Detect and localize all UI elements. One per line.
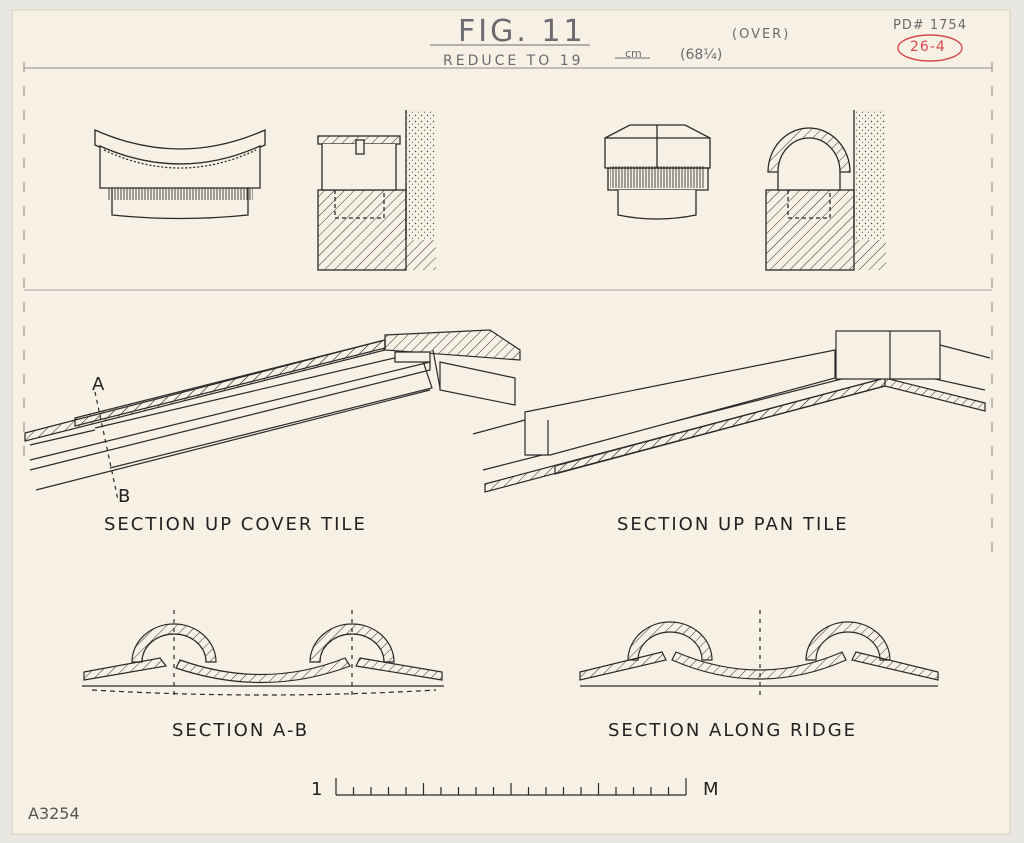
catalog-number: A3254	[28, 804, 80, 823]
cover-tile-front-view	[94, 128, 266, 220]
scale-bar	[335, 778, 687, 796]
figure-title: FIG. 11	[458, 14, 586, 49]
label-section-along-ridge: SECTION ALONG RIDGE	[608, 720, 858, 741]
cover-tile-side-section	[317, 110, 436, 271]
label-section-up-cover-tile: SECTION UP COVER TILE	[104, 514, 367, 535]
scale-unit-label: M	[703, 779, 719, 800]
section-a-b-drawing	[82, 610, 444, 696]
label-section-up-pan-tile: SECTION UP PAN TILE	[617, 514, 849, 535]
section-along-ridge-drawing	[579, 610, 939, 696]
label-section-a-b: SECTION A-B	[172, 720, 310, 741]
reduce-unit: cm	[625, 47, 642, 60]
section-up-pan-tile-drawing	[472, 330, 991, 493]
paren-note: (68⅟₄)	[680, 47, 723, 63]
red-circle-mark	[897, 34, 963, 62]
scale-start-label: 1	[311, 779, 323, 800]
pd-number: PD# 1754	[893, 18, 967, 33]
pan-tile-front-view	[604, 124, 711, 220]
marker-a: A	[92, 374, 105, 395]
over-note: (OVER)	[732, 27, 791, 42]
reduce-note: REDUCE TO 19	[443, 53, 584, 69]
guide-lines	[23, 62, 993, 560]
marker-b: B	[118, 486, 131, 507]
pan-tile-side-section	[765, 110, 886, 271]
section-up-cover-tile-drawing	[24, 329, 521, 501]
red-code: 26-4	[910, 39, 946, 55]
